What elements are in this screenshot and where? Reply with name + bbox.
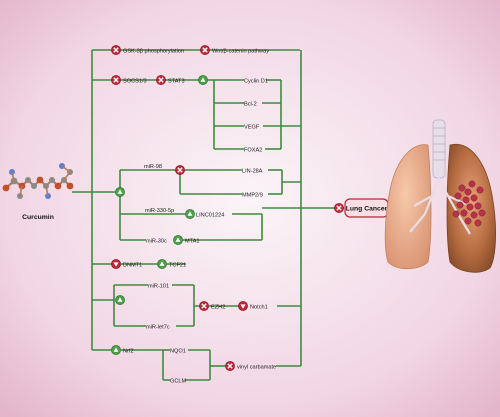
mirlet7c-label: miR-let7c bbox=[146, 325, 170, 331]
inhibit-icon bbox=[198, 300, 210, 312]
ezh2-label: EZH2 bbox=[211, 305, 225, 311]
inhibit-icon bbox=[333, 202, 345, 214]
socs-label: SOCS1/3 bbox=[123, 79, 147, 85]
activate-icon bbox=[197, 74, 209, 86]
downregulate-icon bbox=[237, 300, 249, 312]
activate-icon bbox=[114, 186, 126, 198]
activate-icon bbox=[172, 234, 184, 246]
activate-icon bbox=[184, 208, 196, 220]
activate-icon bbox=[110, 344, 122, 356]
inhibit-icon bbox=[110, 44, 122, 56]
inhibit-icon bbox=[199, 44, 211, 56]
gsk-label: GSK-3β phosphorylation bbox=[123, 49, 184, 55]
curcumin-structure-icon bbox=[2, 163, 74, 199]
mir330-label: miR-330-5p bbox=[145, 208, 174, 214]
nrf2-label: Nrf2 bbox=[123, 349, 134, 355]
connector-lines bbox=[72, 49, 344, 381]
bcl2-label: Bcl-2 bbox=[244, 102, 257, 108]
mir98-label: miR-98 bbox=[144, 164, 162, 170]
mmp-label: MMP2/9 bbox=[242, 193, 263, 199]
activate-icon bbox=[156, 258, 168, 270]
pathway-labels: GSK-3β phosphorylation Wnt/β-catenin pat… bbox=[123, 49, 276, 385]
downregulate-icon bbox=[110, 258, 122, 270]
inhibit-icon bbox=[174, 164, 186, 176]
lung-cancer-label: Lung Cancer bbox=[346, 206, 388, 213]
lung-cancer-node: Lung Cancer bbox=[344, 198, 389, 218]
curcumin-label: Curcumin bbox=[22, 214, 54, 221]
linc-label: LINC01224 bbox=[196, 213, 224, 219]
stat3-label: STAT3 bbox=[168, 79, 185, 85]
inhibit-icon bbox=[110, 74, 122, 86]
foxa2-label: FOXA2 bbox=[244, 148, 262, 154]
mta1-label: MTA1 bbox=[185, 239, 200, 245]
nqo1-label: NQO1 bbox=[170, 349, 186, 355]
cyclin-label: Cyclin D1 bbox=[244, 79, 268, 85]
lin28a-label: LIN-28A bbox=[242, 169, 263, 175]
mir101-label: miR-101 bbox=[148, 284, 169, 290]
inhibit-icon bbox=[155, 74, 167, 86]
mir30c-label: miR-30c bbox=[146, 239, 167, 245]
inhibit-icon bbox=[224, 360, 236, 372]
vegf-label: VEGF bbox=[244, 125, 260, 131]
dnmt1-label: DNMT1 bbox=[123, 263, 142, 269]
tcf21-label: TCF21 bbox=[169, 263, 186, 269]
lungs-illustration-icon bbox=[384, 119, 497, 273]
gclm-label: GCLM bbox=[170, 379, 187, 385]
notch1-label: Notch1 bbox=[250, 305, 268, 311]
vinyl-carbamate-label: vinyl carbamate bbox=[237, 365, 276, 371]
activate-icon bbox=[114, 294, 126, 306]
wnt-label: Wnt/β-catenin pathway bbox=[212, 49, 269, 55]
